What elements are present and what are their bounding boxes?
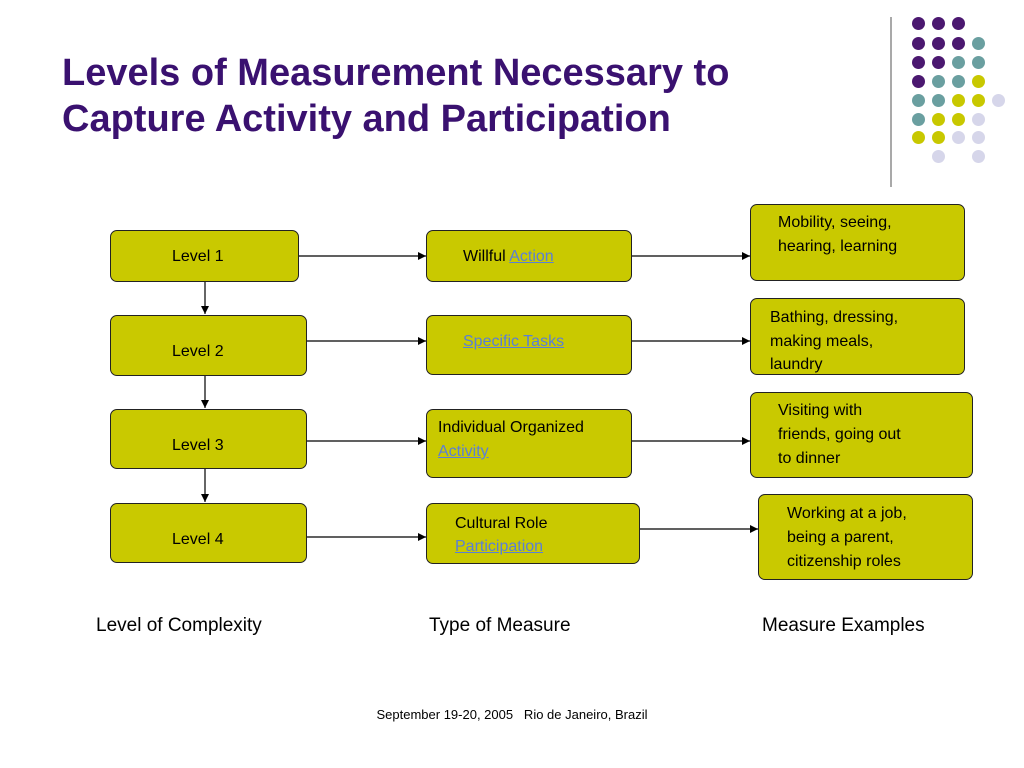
example-2-box: Bathing, dressing, making meals, laundry: [750, 298, 965, 375]
level-1-label: Level 1: [172, 248, 224, 265]
level-4-label: Level 4: [172, 531, 224, 548]
measure-3-text: Individual Organized: [438, 419, 584, 436]
dot: [912, 131, 925, 144]
dot: [932, 131, 945, 144]
dot: [932, 113, 945, 126]
measure-3-link[interactable]: Activity: [438, 443, 489, 460]
dot: [932, 94, 945, 107]
example-1-line-2: hearing, learning: [778, 238, 898, 255]
measure-1-box: Willful Action: [426, 230, 632, 282]
title-line-2: Capture Activity and Participation: [62, 98, 671, 140]
measure-1-link[interactable]: Action: [509, 248, 554, 265]
dot: [932, 56, 945, 69]
column-label-complexity: Level of Complexity: [96, 615, 262, 636]
dot: [912, 37, 925, 50]
dot: [952, 131, 965, 144]
example-3-box: Visiting with friends, going out to dinn…: [750, 392, 973, 478]
measure-4-box: Cultural Role Participation: [426, 503, 640, 564]
example-3-line-3: to dinner: [778, 450, 841, 467]
dot: [952, 94, 965, 107]
example-4-box: Working at a job, being a parent, citize…: [758, 494, 973, 580]
dot: [952, 17, 965, 30]
level-2-box: Level 2: [110, 315, 307, 376]
example-2-line-3: laundry: [770, 356, 823, 373]
dot: [972, 75, 985, 88]
example-1-box: Mobility, seeing, hearing, learning: [750, 204, 965, 281]
dot: [992, 94, 1005, 107]
example-3-line-1: Visiting with: [778, 402, 863, 419]
measure-1-text: Willful: [463, 248, 510, 265]
column-label-type: Type of Measure: [429, 615, 571, 636]
column-label-examples: Measure Examples: [762, 615, 925, 636]
example-1-line-1: Mobility, seeing,: [778, 214, 892, 231]
dot: [932, 150, 945, 163]
measure-3-box: Individual Organized Activity: [426, 409, 632, 478]
dot: [952, 113, 965, 126]
dot: [932, 75, 945, 88]
dot: [972, 56, 985, 69]
measure-2-link[interactable]: Specific Tasks: [463, 333, 565, 350]
dot: [912, 113, 925, 126]
example-4-line-2: being a parent,: [787, 529, 894, 546]
example-4-line-1: Working at a job,: [787, 505, 907, 522]
dot: [972, 37, 985, 50]
measure-2-box: Specific Tasks: [426, 315, 632, 375]
dot: [952, 56, 965, 69]
level-3-label: Level 3: [172, 437, 224, 454]
dot: [972, 113, 985, 126]
dot: [972, 131, 985, 144]
slide-footer: September 19-20, 2005 Rio de Janeiro, Br…: [376, 707, 648, 722]
title-divider: [890, 17, 892, 187]
dot: [912, 94, 925, 107]
dot: [912, 75, 925, 88]
dot: [932, 37, 945, 50]
slide-title: Levels of Measurement Necessary to Captu…: [62, 50, 882, 142]
level-2-label: Level 2: [172, 343, 224, 360]
dot: [932, 17, 945, 30]
level-4-box: Level 4: [110, 503, 307, 563]
dot: [912, 56, 925, 69]
example-4-line-3: citizenship roles: [787, 553, 901, 570]
measure-4-text: Cultural Role: [455, 515, 548, 532]
dot: [972, 150, 985, 163]
dot: [952, 75, 965, 88]
example-2-line-2: making meals,: [770, 333, 874, 350]
example-2-line-1: Bathing, dressing,: [770, 309, 899, 326]
measure-4-link[interactable]: Participation: [455, 538, 544, 555]
level-3-box: Level 3: [110, 409, 307, 469]
dot: [952, 37, 965, 50]
dot: [972, 94, 985, 107]
dot: [912, 17, 925, 30]
level-1-box: Level 1: [110, 230, 299, 282]
title-line-1: Levels of Measurement Necessary to: [62, 52, 730, 94]
example-3-line-2: friends, going out: [778, 426, 901, 443]
